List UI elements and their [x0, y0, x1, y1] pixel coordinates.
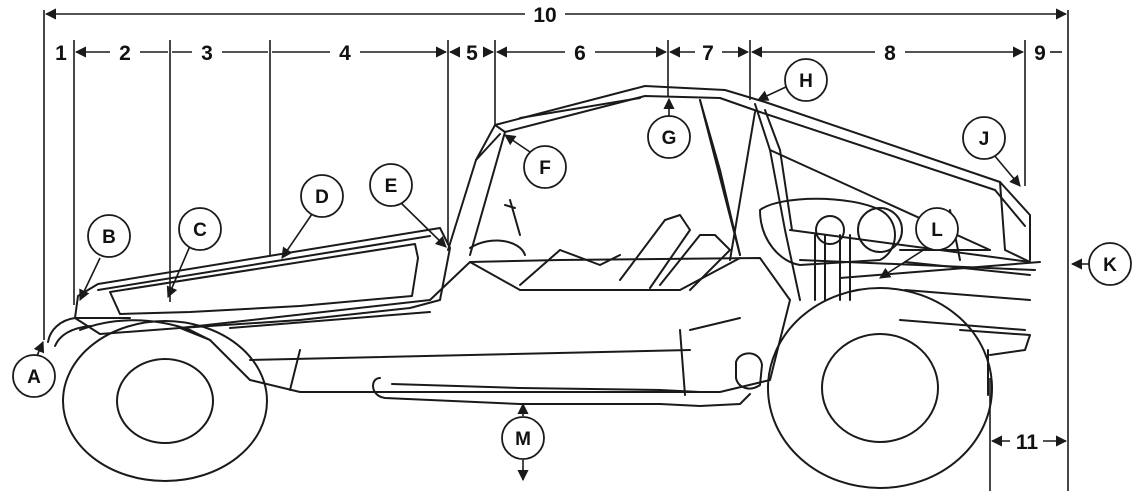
callout-leaders [33, 85, 1090, 482]
dim-label-2: 2 [119, 42, 131, 65]
callout-g: G [647, 115, 691, 159]
callout-a-label: A [27, 367, 41, 388]
callout-a: A [12, 354, 56, 398]
dim-label-10: 10 [533, 4, 556, 27]
front-wheel [62, 320, 268, 482]
callout-f: F [523, 145, 567, 189]
dim-label-6: 6 [574, 42, 586, 65]
buggy-illustration [47, 85, 1041, 489]
callout-e-label: E [385, 176, 398, 197]
callout-k: K [1088, 242, 1132, 286]
dim-label-7: 7 [702, 42, 714, 65]
callout-g-label: G [662, 128, 677, 149]
callout-j: J [962, 116, 1006, 160]
body-side [179, 257, 791, 393]
callout-bubbles: A B C D E F G H [12, 58, 1132, 460]
dim-label-11: 11 [1016, 431, 1039, 454]
callout-d: D [300, 174, 344, 218]
dim-label-9: 9 [1034, 42, 1046, 65]
dimension-labels: 1 2 3 4 5 6 7 8 9 10 11 [55, 4, 1046, 454]
hood [74, 227, 451, 335]
rear-wheel [767, 287, 993, 489]
callout-m: M [501, 416, 545, 460]
callout-f-label: F [539, 158, 551, 179]
callout-k-label: K [1103, 255, 1117, 276]
callout-l: L [915, 207, 959, 251]
callout-c: C [178, 207, 222, 251]
engine [759, 197, 896, 266]
seat [619, 214, 691, 289]
windshield-frame [447, 124, 506, 256]
callout-c-label: C [193, 220, 207, 241]
hood-panel [109, 243, 419, 315]
dim-label-4: 4 [339, 42, 351, 65]
callout-b-label: B [102, 227, 116, 248]
callout-j-label: J [979, 129, 990, 150]
dim-label-3: 3 [201, 42, 213, 65]
callout-m-label: M [515, 429, 531, 450]
roll-cage-top [494, 85, 1031, 261]
dim-label-1: 1 [55, 42, 67, 65]
callout-d-label: D [315, 187, 329, 208]
callout-h-label: H [799, 71, 813, 92]
callout-e: E [369, 163, 413, 207]
steering-wheel [469, 239, 526, 256]
side-step [372, 377, 751, 407]
callout-b: B [87, 214, 131, 258]
callout-h: H [784, 58, 828, 102]
dim-label-5: 5 [466, 42, 478, 65]
callout-l-label: L [931, 220, 943, 241]
dim-label-8: 8 [884, 42, 896, 65]
dimension-lines [43, 8, 1069, 491]
